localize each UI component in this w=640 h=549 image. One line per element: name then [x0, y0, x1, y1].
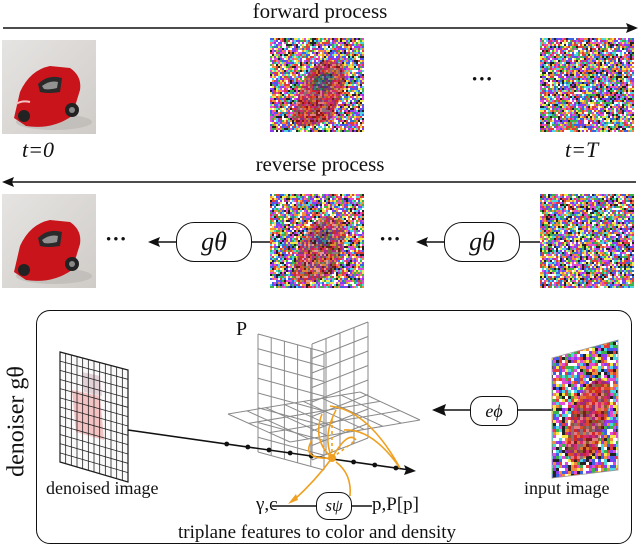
gamma-c-output-label: γ,c: [256, 494, 278, 515]
intermediate-noised-car-image: [270, 194, 364, 288]
noise-icon: [270, 194, 364, 288]
e-phi-label: eϕ: [485, 400, 503, 421]
reverse-ellipsis-right: •••: [380, 232, 402, 248]
reverse-chain-connectors: [148, 237, 540, 247]
noise-icon: [270, 38, 364, 132]
noise-icon: [540, 194, 634, 288]
e-phi-box: eϕ: [470, 396, 518, 426]
t-T-label: t=T: [565, 137, 599, 162]
orange-feature-arrows: [293, 405, 401, 501]
car-icon: [2, 40, 96, 134]
t-zero-label: t=0: [22, 137, 54, 162]
reverse-arrow: [2, 177, 636, 187]
input-image: [551, 339, 619, 479]
denoised-image-grid: [59, 351, 129, 483]
start-noise-image: [540, 194, 634, 288]
g-theta-label: gθ: [469, 227, 495, 256]
triplane-P-label: P: [236, 318, 248, 340]
noise-icon: [540, 38, 634, 132]
forward-arrow: [3, 23, 638, 33]
car-icon: [2, 194, 96, 288]
reverse-process-label: reverse process: [255, 152, 385, 176]
partially-noised-car-image: [270, 38, 364, 132]
generated-car-image: [2, 194, 96, 288]
denoised-image-label: denoised image: [46, 478, 159, 498]
s-psi-box: sψ: [316, 492, 352, 520]
g-theta-box-left: gθ: [176, 222, 252, 262]
full-noise-image: [540, 38, 634, 132]
input-image-label: input image: [524, 478, 610, 498]
forward-ellipsis: •••: [472, 72, 494, 88]
forward-process-label: forward process: [252, 0, 388, 23]
triplane: [227, 321, 421, 471]
g-theta-box-right: gθ: [444, 222, 520, 262]
reverse-ellipsis-left: •••: [106, 232, 128, 248]
triplane-caption: triplane features to color and density: [178, 522, 457, 543]
clean-car-image: [2, 40, 96, 134]
denoiser-panel: [36, 310, 632, 544]
g-theta-label: gθ: [201, 227, 227, 256]
p-P-input-label: p,P[p]: [372, 494, 419, 515]
s-psi-label: sψ: [325, 496, 343, 515]
